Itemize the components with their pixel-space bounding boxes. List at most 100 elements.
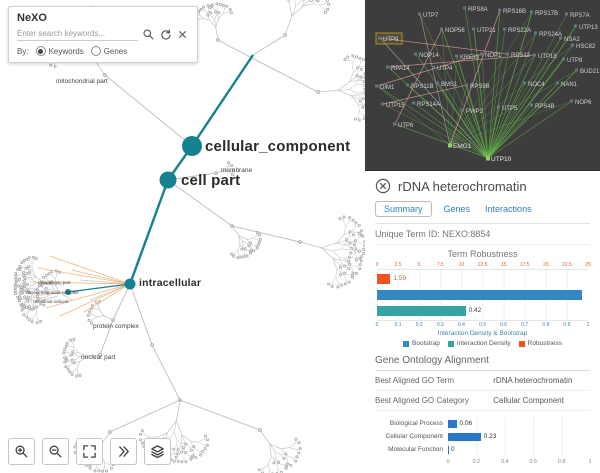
clear-icon[interactable] [176, 28, 189, 41]
gene-label-UTP6[interactable]: UTP6 [398, 123, 414, 129]
gene-label-RPS13[interactable]: RPS13 [511, 53, 531, 59]
gene-label-UTP21[interactable]: UTP21 [477, 28, 496, 34]
radio-keywords[interactable]: Keywords [35, 46, 84, 56]
gene-label-UTP18[interactable]: UTP18 [538, 54, 557, 60]
collapse-button[interactable] [110, 438, 137, 465]
tab-interactions[interactable]: Interactions [485, 204, 532, 214]
gene-node-UTP21[interactable] [472, 27, 475, 31]
gene-label-UTP13[interactable]: UTP13 [579, 25, 598, 31]
gene-label-KRE33[interactable]: KRE33 [460, 55, 480, 61]
gene-label-NAN1[interactable]: NAN1 [561, 82, 578, 88]
gene-label-RPS4B[interactable]: RPS4B [535, 104, 555, 110]
gene-node-BUD21[interactable] [575, 68, 578, 72]
gene-node-BMS1[interactable] [436, 81, 439, 85]
gene-node-UTP13[interactable] [574, 24, 577, 28]
gene-node-NSA2[interactable] [559, 36, 562, 40]
subnetwork-panel[interactable]: UTP7 RPS8A RPS16B RPS17B RPS7A UTP9 NOP56 UTP21… [365, 0, 600, 170]
reset-icon[interactable] [159, 28, 172, 41]
gene-node-RPS9B[interactable] [465, 83, 468, 87]
gene-label-DIM1[interactable]: DIM1 [380, 85, 395, 91]
gene-node-NOP56[interactable] [440, 27, 443, 31]
gene-label-RPS16B[interactable]: RPS16B [503, 9, 526, 15]
gene-label-UTP7[interactable]: UTP7 [423, 13, 439, 19]
gene-label-RPS24A[interactable]: RPS24A [539, 32, 562, 38]
search-input[interactable] [17, 27, 138, 41]
gene-node-UTP6[interactable] [393, 122, 396, 126]
gene-node-UTP18[interactable] [533, 53, 536, 57]
gene-node-RPS13[interactable] [506, 52, 509, 56]
gene-node-UTP7[interactable] [418, 12, 421, 16]
gene-node-PWP2[interactable] [461, 108, 464, 112]
close-icon[interactable] [375, 178, 391, 194]
radio-genes[interactable]: Genes [90, 46, 127, 56]
gene-node-RPA14[interactable] [386, 65, 389, 69]
gene-label-RPS14A[interactable]: RPS14A [417, 102, 440, 108]
search-icon[interactable] [142, 28, 155, 41]
tree-node-intracellular[interactable] [124, 278, 136, 290]
tree-node-cell-part[interactable] [159, 171, 177, 189]
gene-label-EMG1[interactable]: EMG1 [453, 143, 472, 150]
subnetwork-canvas[interactable]: UTP7 RPS8A RPS16B RPS17B RPS7A UTP9 NOP56 UTP21… [365, 0, 600, 170]
gene-label-UTP15[interactable]: UTP15 [386, 103, 405, 109]
gene-node-NOC4[interactable] [523, 81, 526, 85]
gene-node-UTP10[interactable] [486, 156, 490, 161]
gene-node-NAN1[interactable] [556, 81, 559, 85]
gene-node-RPS17B[interactable] [530, 10, 533, 14]
gene-label-RPA14[interactable]: RPA14 [391, 66, 410, 72]
gene-node-NOP6[interactable] [570, 99, 573, 103]
gene-node-RPS7A[interactable] [565, 12, 568, 16]
gene-label-NOC4[interactable]: NOC4 [528, 82, 545, 88]
tab-genes[interactable]: Genes [443, 204, 471, 214]
gene-label-UTP9[interactable]: UTP9 [383, 37, 399, 43]
gene-node-UTP4[interactable] [432, 65, 435, 69]
gene-label-NSA2[interactable]: NSA2 [564, 37, 580, 43]
gene-node-UTP5[interactable] [497, 105, 500, 109]
gene-node-UTP8[interactable] [562, 57, 565, 61]
gene-node-RPS16B[interactable] [498, 8, 501, 12]
by-label: By: [17, 46, 29, 56]
gene-node-RPS22A[interactable] [503, 27, 506, 31]
layers-button[interactable] [144, 438, 171, 465]
gene-label-NOP1[interactable]: NOP1 [485, 53, 502, 59]
gene-node-KRE33[interactable] [455, 54, 458, 58]
gene-label-RPS8A[interactable]: RPS8A [468, 7, 488, 13]
gene-label-RPS22A[interactable]: RPS22A [508, 28, 531, 34]
gene-node-RPS11B[interactable] [406, 83, 409, 87]
gene-label-UTP5[interactable]: UTP5 [502, 106, 518, 112]
gene-label-PWP2[interactable]: PWP2 [466, 109, 484, 115]
gene-label-NOP6[interactable]: NOP6 [575, 100, 592, 106]
gene-label-NOP56[interactable]: NOP56 [445, 28, 465, 34]
gene-node-RPS4B[interactable] [530, 103, 533, 107]
go-chart-category: Biological Process [389, 420, 443, 427]
gene-node-UTP15[interactable] [381, 102, 384, 106]
tree-node-cellular-component[interactable] [182, 136, 202, 156]
gene-node-DIM1[interactable] [375, 84, 378, 88]
gene-label-RPS9B[interactable]: RPS9B [470, 84, 490, 90]
zoom-out-button[interactable] [42, 438, 69, 465]
gene-label-UTP8[interactable]: UTP8 [567, 58, 583, 64]
gene-label-HSC82[interactable]: HSC82 [576, 44, 596, 50]
gene-label-BMS1[interactable]: BMS1 [441, 82, 458, 88]
gene-node-RPS8A[interactable] [463, 6, 466, 10]
gene-label-BUD21[interactable]: BUD21 [580, 69, 600, 75]
ontology-tree-canvas[interactable] [0, 0, 365, 473]
gene-node-HSC82[interactable] [571, 43, 574, 47]
gene-node-EMG1[interactable] [448, 143, 452, 148]
gene-node-NOP14[interactable] [414, 52, 417, 56]
gene-label-RPS11B[interactable]: RPS11B [411, 84, 434, 90]
search-mode-group: By: Keywords Genes [17, 46, 189, 56]
gene-node-NOP1[interactable] [480, 52, 483, 56]
fit-to-screen-button[interactable] [76, 438, 103, 465]
gene-label-RPS7A[interactable]: RPS7A [570, 13, 590, 19]
gene-label-UTP10[interactable]: UTP10 [491, 156, 512, 163]
gene-label-RPS17B[interactable]: RPS17B [535, 11, 558, 17]
zoom-in-button[interactable] [8, 438, 35, 465]
gene-node-UTP9[interactable] [378, 36, 381, 40]
gene-node-RPS24A[interactable] [534, 31, 537, 35]
gene-label-NOP14[interactable]: NOP14 [419, 53, 439, 59]
gene-node-RPS14A[interactable] [412, 101, 415, 105]
tab-summary[interactable]: Summary [375, 201, 432, 217]
gene-label-UTP4[interactable]: UTP4 [437, 66, 453, 72]
fit-to-screen-icon [83, 445, 96, 458]
